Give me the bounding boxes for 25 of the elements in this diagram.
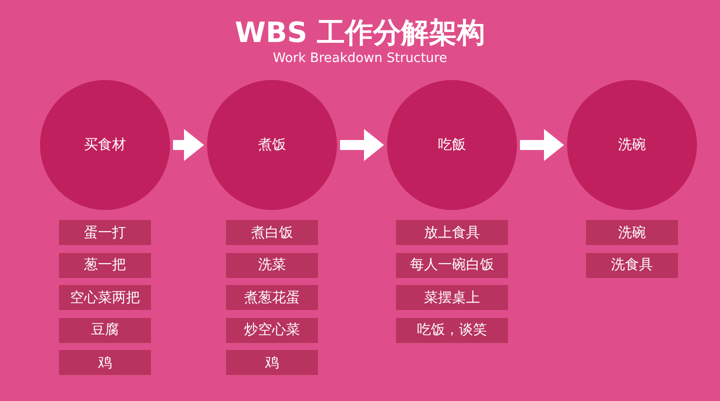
task-box: 吃饭，谈笑 (396, 318, 508, 342)
subtitle: Work Breakdown Structure (272, 51, 448, 66)
task-box: 鸡 (226, 350, 318, 375)
task-box: 每人一碗白饭 (396, 252, 508, 278)
task-box: 放上食具 (396, 220, 508, 245)
task-box: 豆腐 (59, 318, 151, 342)
title: WBS 工作分解架构 (234, 15, 486, 51)
arrow (520, 129, 564, 161)
step-label: 买食材 (84, 136, 126, 154)
task-box: 空心菜两把 (59, 285, 151, 310)
task-box: 菜摆桌上 (396, 285, 508, 310)
step-label: 洗碗 (618, 136, 646, 154)
step-label: 煮饭 (258, 136, 286, 154)
step-label: 吃飯 (438, 136, 466, 154)
task-box: 洗食具 (586, 252, 678, 278)
task-box: 煮白饭 (226, 220, 318, 245)
task-box: 葱一把 (59, 252, 151, 278)
arrow (340, 129, 384, 161)
task-box: 洗碗 (586, 220, 678, 245)
task-box: 炒空心菜 (226, 318, 318, 342)
task-box: 洗菜 (226, 252, 318, 278)
arrow (173, 129, 204, 161)
task-box: 煮葱花蛋 (226, 285, 318, 310)
task-box: 蛋一打 (59, 220, 151, 245)
task-box: 鸡 (59, 350, 151, 375)
